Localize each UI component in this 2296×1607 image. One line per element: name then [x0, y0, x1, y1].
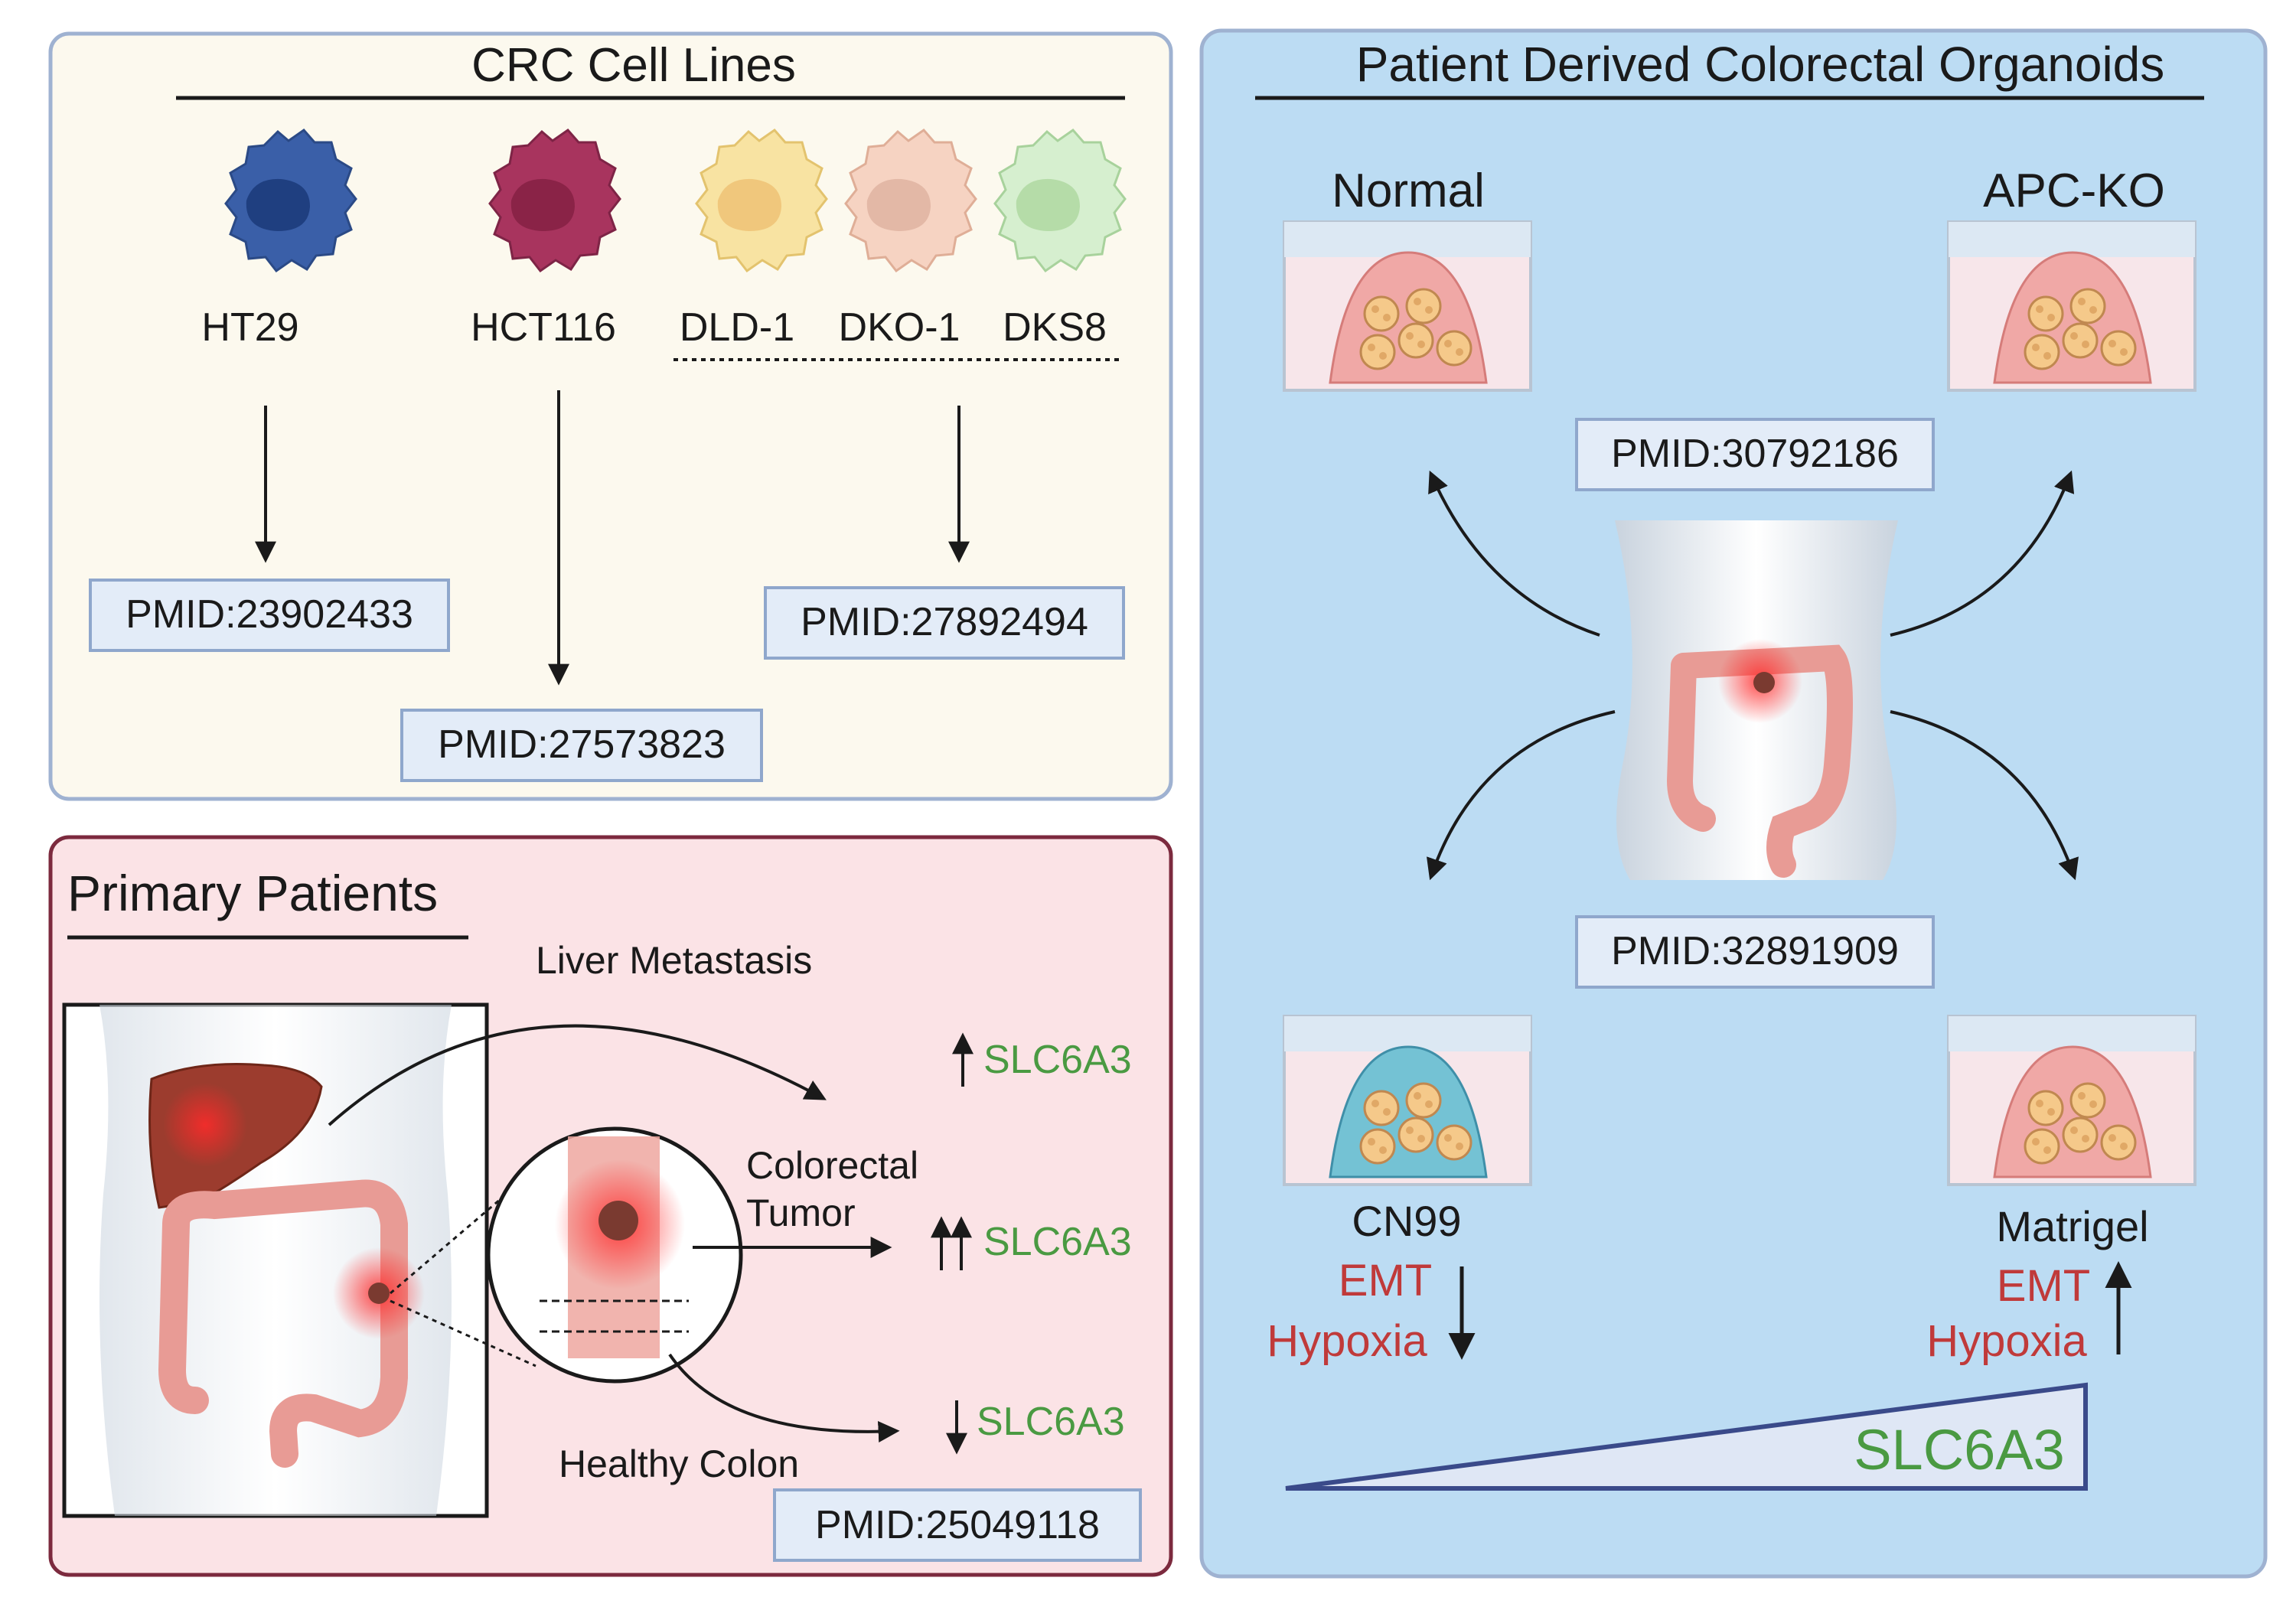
gene-tumor: SLC6A3	[983, 1220, 1132, 1264]
healthy-colon-label: Healthy Colon	[559, 1442, 799, 1485]
tumor-label-1: Colorectal	[746, 1144, 918, 1187]
patient-torso-icon	[1615, 520, 1898, 880]
cell-dko1	[844, 128, 977, 273]
pmid-bottom: PMID:32891909	[1611, 929, 1899, 973]
arrow-to-normal	[1428, 470, 1600, 637]
matrigel-hypoxia: Hypoxia	[1926, 1316, 2087, 1366]
pmid-ht29: PMID:23902433	[126, 592, 413, 637]
pmid-box-bottom	[1575, 915, 1935, 989]
cell-dld1	[695, 128, 828, 273]
arrow-to-matrigel	[1890, 710, 2079, 881]
pmid-box-dld-group	[764, 586, 1125, 660]
pmid-hct116: PMID:27573823	[438, 722, 726, 767]
liver-tumor-glow	[163, 1083, 247, 1167]
cn99-label: CN99	[1352, 1197, 1461, 1245]
matrigel-emt: EMT	[1997, 1261, 2090, 1311]
colon-icon	[162, 1179, 408, 1468]
pmid-box-ht29	[89, 579, 450, 652]
well-normal-icon	[1283, 220, 1532, 392]
cell-lines-panel: CRC Cell Lines HT29 HCT116 DLD-1 DKO-1 D…	[48, 31, 1173, 801]
cn99-hypoxia: Hypoxia	[1267, 1316, 1427, 1366]
cell-ht29	[224, 128, 357, 273]
gene-healthy: SLC6A3	[977, 1400, 1125, 1444]
cell-label-dld1: DLD-1	[680, 305, 794, 350]
cn99-emt: EMT	[1339, 1256, 1432, 1305]
pmid-box-hct116	[400, 709, 763, 782]
primary-title: Primary Patients	[67, 865, 438, 921]
gradient-label: SLC6A3	[1854, 1418, 2065, 1482]
liver-metastasis-label: Liver Metastasis	[536, 939, 812, 982]
pmid-top: PMID:30792186	[1611, 432, 1899, 476]
normal-label: Normal	[1332, 165, 1485, 217]
gene-liver: SLC6A3	[983, 1038, 1132, 1082]
arrow-healthy	[668, 1353, 900, 1442]
apcko-label: APC-KO	[1983, 165, 2165, 217]
well-cn99-icon	[1283, 1015, 1532, 1186]
pmid-box-primary	[773, 1488, 1142, 1562]
pmid-primary: PMID:25049118	[815, 1503, 1100, 1547]
organoid-title: Patient Derived Colorectal Organoids	[1356, 37, 2165, 92]
slc6a3-gradient-wedge	[1285, 1382, 2088, 1491]
arrow-to-apcko	[1890, 470, 2075, 637]
organoid-panel: Patient Derived Colorectal Organoids Nor…	[1199, 28, 2268, 1579]
cell-hct116	[488, 128, 621, 273]
cell-label-dks8: DKS8	[1003, 305, 1107, 350]
cell-label-dko1: DKO-1	[839, 305, 960, 350]
cell-label-hct116: HCT116	[471, 305, 616, 350]
pmid-box-top	[1575, 418, 1935, 491]
cell-label-ht29: HT29	[201, 305, 298, 350]
cell-lines-title: CRC Cell Lines	[471, 39, 796, 92]
well-apcko-icon	[1947, 220, 2197, 392]
tumor-mass-icon	[598, 1201, 638, 1240]
cell-dks8	[993, 128, 1127, 273]
well-matrigel-icon	[1947, 1015, 2197, 1186]
primary-panel: Primary Patients Liver Metastasis Colore…	[48, 835, 1173, 1577]
pmid-dld-group: PMID:27892494	[801, 600, 1088, 644]
arrow-to-cn99	[1427, 710, 1616, 881]
tumor-label-2: Tumor	[746, 1191, 856, 1234]
matrigel-label: Matrigel	[1996, 1202, 2148, 1250]
arrow-liver	[328, 1024, 827, 1126]
cell-lines-panel-bg	[48, 31, 1173, 801]
